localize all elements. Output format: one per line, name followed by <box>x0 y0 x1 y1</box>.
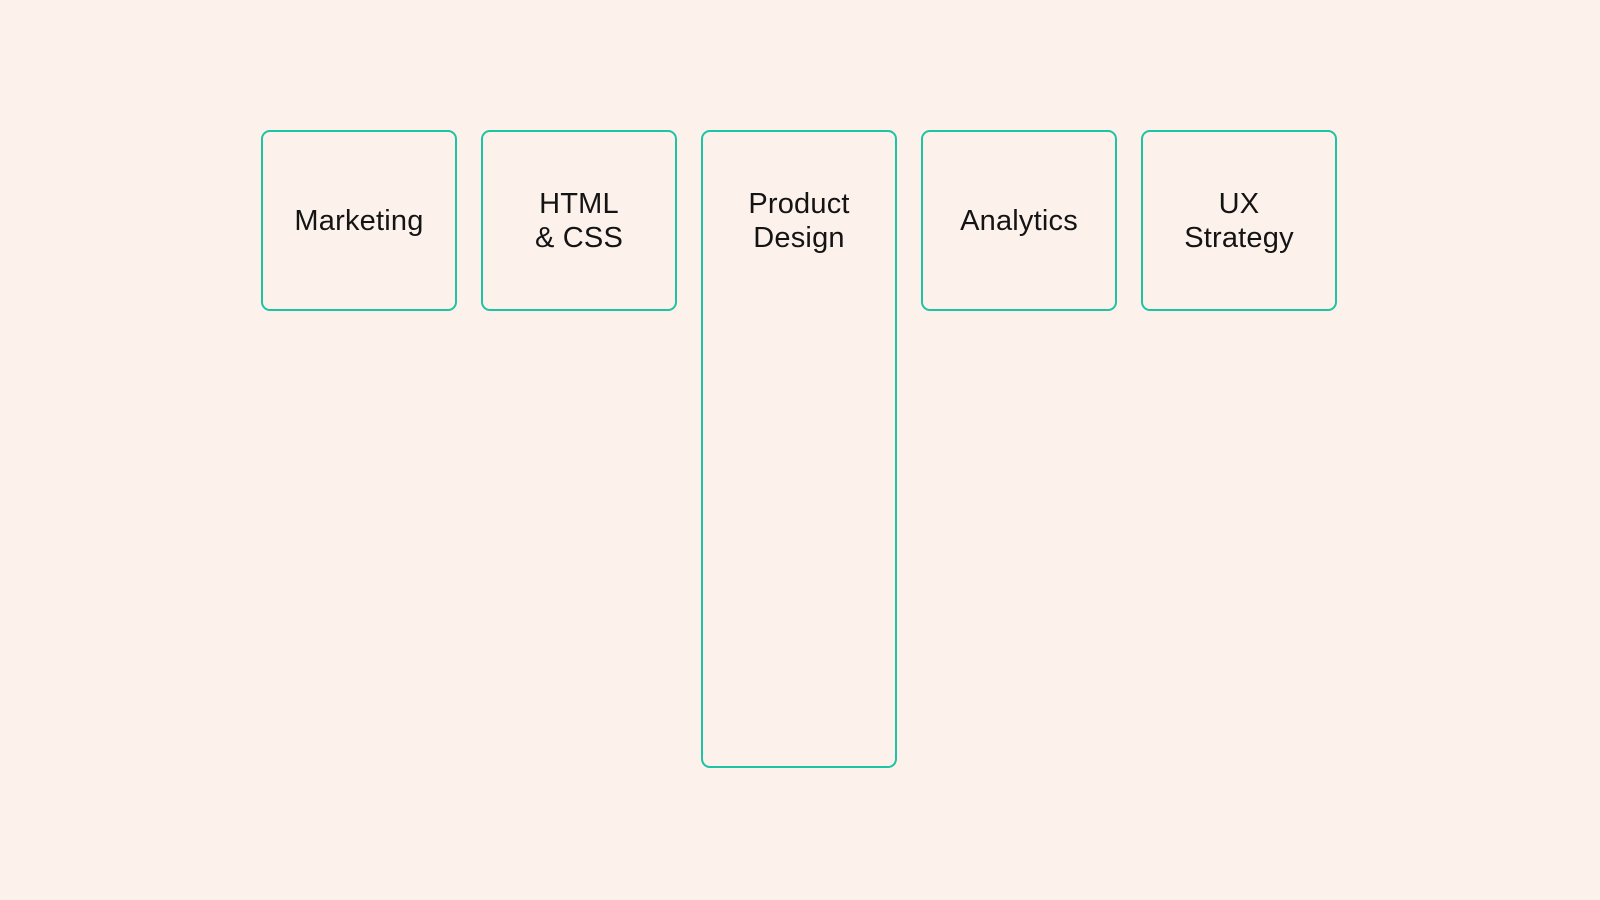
card-label-line: & CSS <box>534 221 624 254</box>
card-label-line: UX <box>1218 187 1260 220</box>
card-label-line: Strategy <box>1184 221 1294 254</box>
card-label-line: Product <box>748 187 850 220</box>
card-label: HTML & CSS <box>483 132 675 309</box>
card-ux-strategy[interactable]: UX Strategy <box>1141 130 1337 311</box>
card-label-line: Analytics <box>960 204 1078 237</box>
card-html-css[interactable]: HTML & CSS <box>481 130 677 311</box>
card-label: UX Strategy <box>1143 132 1335 309</box>
card-label: Analytics <box>923 132 1115 309</box>
card-product-design[interactable]: Product Design <box>701 130 897 768</box>
card-board: Marketing HTML & CSS Product Design Anal… <box>261 130 1337 768</box>
card-label-line: Design <box>753 221 845 254</box>
card-label-line: Marketing <box>294 204 424 237</box>
card-label: Product Design <box>703 132 895 309</box>
card-marketing[interactable]: Marketing <box>261 130 457 311</box>
card-label: Marketing <box>263 132 455 309</box>
card-label-line: HTML <box>539 187 619 220</box>
card-analytics[interactable]: Analytics <box>921 130 1117 311</box>
